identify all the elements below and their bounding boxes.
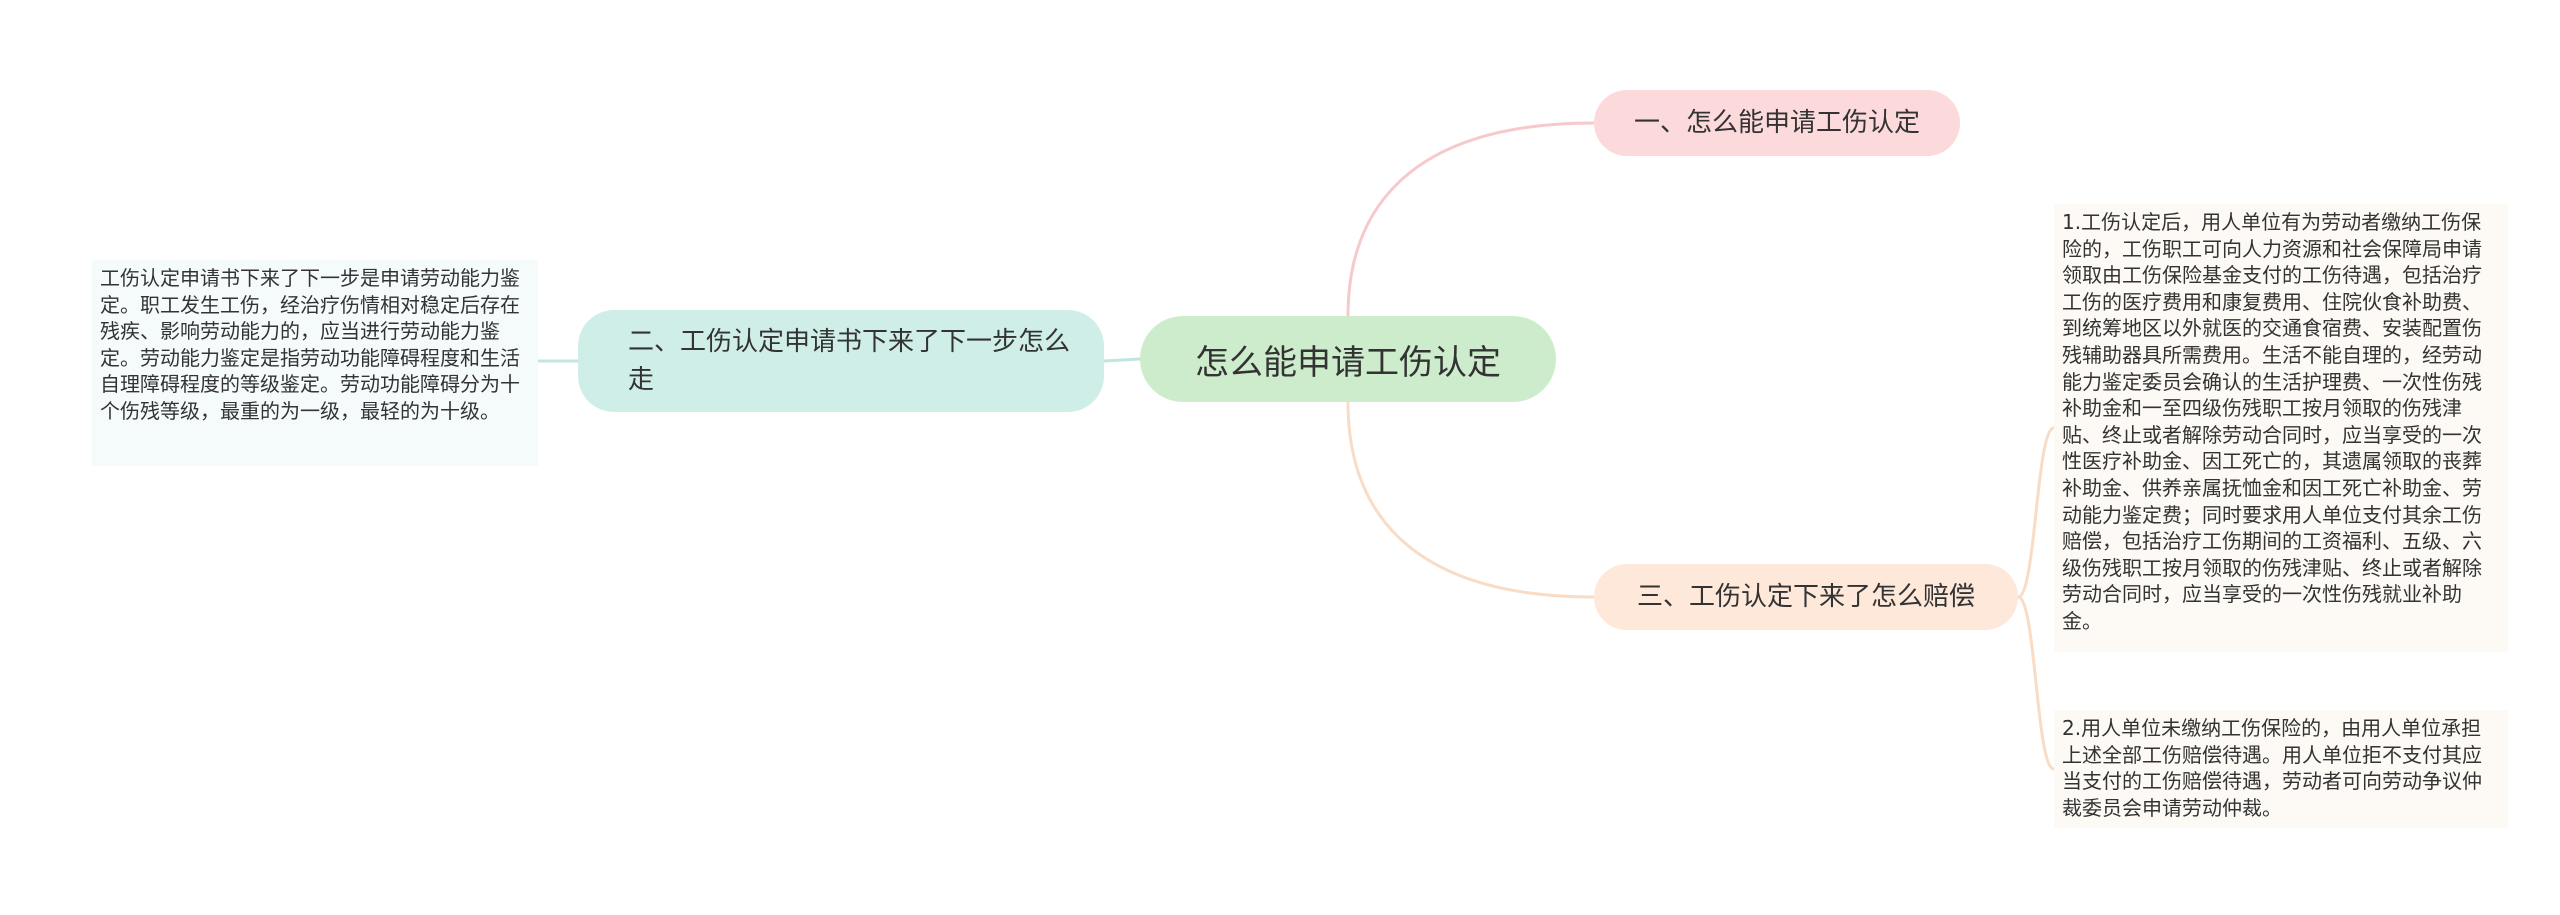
branch-topic-1-label: 一、怎么能申请工伤认定	[1633, 108, 1920, 138]
branch-topic-1[interactable]: 一、怎么能申请工伤认定	[1594, 90, 1960, 156]
edge-root-branch3	[1346, 401, 1595, 599]
leaf-branch3-detail-2[interactable]: 2.用人单位未缴纳工伤保险的，由用人单位承担上述全部工伤赔偿待遇。用人单位拒不支…	[2054, 710, 2508, 828]
leaf-branch2-detail[interactable]: 工伤认定申请书下来了下一步是申请劳动能力鉴定。职工发生工伤，经治疗伤情相对稳定后…	[92, 260, 538, 466]
edge-root-branch1	[1346, 121, 1595, 317]
branch-topic-3-label: 三、工伤认定下来了怎么赔偿	[1636, 582, 1975, 612]
leaf-branch3-detail-1[interactable]: 1.工伤认定后，用人单位有为劳动者缴纳工伤保险的，工伤职工可向人力资源和社会保障…	[2054, 204, 2508, 652]
root-topic[interactable]: 怎么能申请工伤认定	[1140, 316, 1556, 402]
leaf-branch3-1-text: 1.工伤认定后，用人单位有为劳动者缴纳工伤保险的，工伤职工可向人力资源和社会保障…	[2062, 210, 2482, 633]
branch-topic-3[interactable]: 三、工伤认定下来了怎么赔偿	[1594, 564, 2018, 630]
edge-branch3-leaf2	[2017, 595, 2055, 771]
branch-topic-2-label: 二、工伤认定申请书下来了下一步怎么走	[628, 327, 1071, 395]
edge-root-branch2	[1103, 357, 1141, 363]
edge-branch3-leaf1	[2017, 426, 2055, 599]
branch-topic-2[interactable]: 二、工伤认定申请书下来了下一步怎么走	[578, 310, 1104, 412]
leaf-branch3-2-text: 2.用人单位未缴纳工伤保险的，由用人单位承担上述全部工伤赔偿待遇。用人单位拒不支…	[2062, 716, 2482, 820]
root-topic-label: 怎么能申请工伤认定	[1195, 342, 1501, 383]
leaf-branch2-text: 工伤认定申请书下来了下一步是申请劳动能力鉴定。职工发生工伤，经治疗伤情相对稳定后…	[100, 266, 520, 423]
